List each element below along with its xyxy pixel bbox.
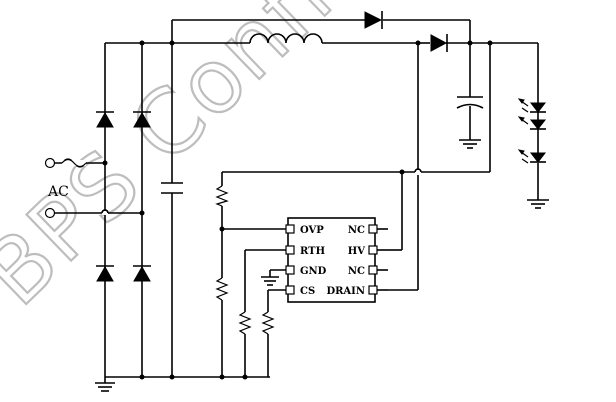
pin-cs-label: CS bbox=[300, 286, 315, 297]
junction-dots bbox=[102, 40, 493, 380]
controller-ic: OVP RTH GND CS NC HV NC DRAIN bbox=[285, 217, 378, 303]
output-diode bbox=[430, 34, 448, 52]
bridge-diodes bbox=[96, 111, 151, 282]
ac-input: AC bbox=[44, 157, 109, 219]
ac-label: AC bbox=[47, 184, 69, 200]
main-ground bbox=[95, 382, 115, 392]
pin-hv-label: HV bbox=[348, 246, 365, 257]
output-capacitor bbox=[456, 96, 484, 149]
pin-gnd-label: GND bbox=[300, 266, 327, 277]
pin-nc1-label: NC bbox=[348, 225, 365, 236]
resistors bbox=[215, 185, 275, 335]
top-diode bbox=[364, 11, 383, 29]
pin-rth-label: RTH bbox=[300, 246, 325, 257]
pin-ovp-label: OVP bbox=[300, 225, 324, 236]
inductor bbox=[249, 33, 323, 44]
pin-drain-label: DRAIN bbox=[326, 286, 365, 297]
led-string bbox=[517, 98, 549, 209]
pin-nc2-label: NC bbox=[348, 266, 365, 277]
input-capacitor bbox=[161, 182, 183, 194]
gnd-pin-ground bbox=[261, 276, 279, 286]
